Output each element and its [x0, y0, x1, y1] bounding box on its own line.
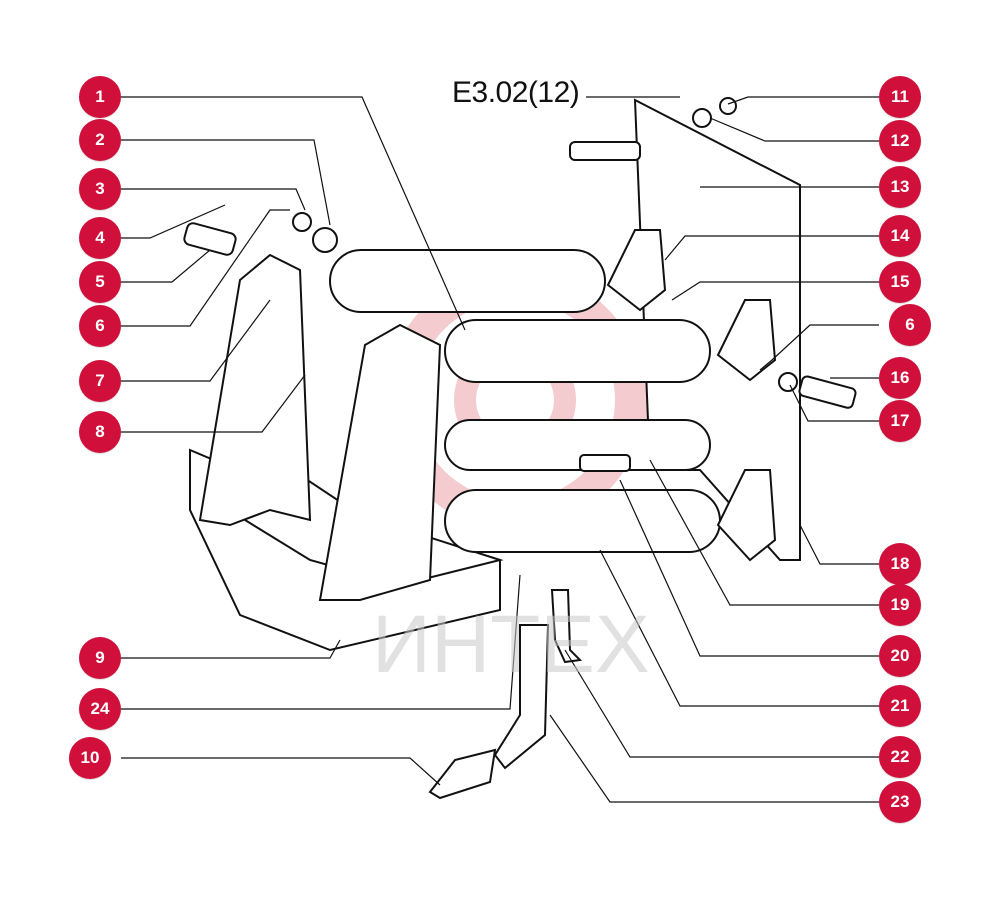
parts-illustration: [183, 97, 857, 800]
bolt-16: [798, 375, 857, 409]
lower-link: [444, 489, 721, 553]
callout-19: 19: [879, 584, 921, 626]
washer-3: [292, 212, 312, 232]
callout-8: 8: [79, 411, 121, 453]
watermark-text: ИНТЕХ: [372, 599, 650, 690]
callout-20: 20: [879, 635, 921, 677]
upper-link: [329, 249, 606, 313]
nut-11: [719, 97, 737, 115]
callout-11: 11: [879, 76, 921, 118]
callout-13: 13: [879, 166, 921, 208]
callout-9: 9: [79, 637, 121, 679]
washer-17: [778, 372, 798, 392]
washer-12: [692, 108, 712, 128]
callout-2: 2: [79, 119, 121, 161]
bolt-13: [569, 141, 641, 161]
tine-23: [493, 624, 550, 770]
callout-21: 21: [879, 685, 921, 727]
left-hitch-plate: [198, 253, 312, 527]
callout-6-right: 6: [889, 304, 931, 346]
callout-14: 14: [879, 215, 921, 257]
bracket-lower: [716, 469, 777, 562]
washer-2: [312, 227, 338, 253]
callout-15: 15: [879, 261, 921, 303]
callout-18: 18: [879, 543, 921, 585]
callout-3: 3: [79, 168, 121, 210]
middle-link: [444, 319, 711, 383]
callout-4: 4: [79, 217, 121, 259]
callout-22: 22: [879, 736, 921, 778]
callout-6-left: 6: [79, 305, 121, 347]
bracket-middle: [716, 299, 777, 382]
callout-10: 10: [69, 737, 111, 779]
callout-24: 24: [79, 688, 121, 730]
tine-tip-10: [428, 748, 497, 800]
bracket-upper: [606, 229, 667, 312]
clip-22: [550, 589, 583, 664]
callout-16: 16: [879, 357, 921, 399]
lower-link-upper: [444, 419, 711, 471]
callout-17: 17: [879, 400, 921, 442]
bolt-20: [579, 454, 631, 472]
callout-12: 12: [879, 120, 921, 162]
leader-lines: [121, 96, 879, 803]
bolt-5: [183, 222, 237, 256]
middle-hitch-plate: [318, 323, 442, 601]
callout-1: 1: [79, 76, 121, 118]
callout-23: 23: [879, 781, 921, 823]
callout-7: 7: [79, 360, 121, 402]
callout-5: 5: [79, 261, 121, 303]
reference-code: E3.02(12): [452, 76, 580, 109]
